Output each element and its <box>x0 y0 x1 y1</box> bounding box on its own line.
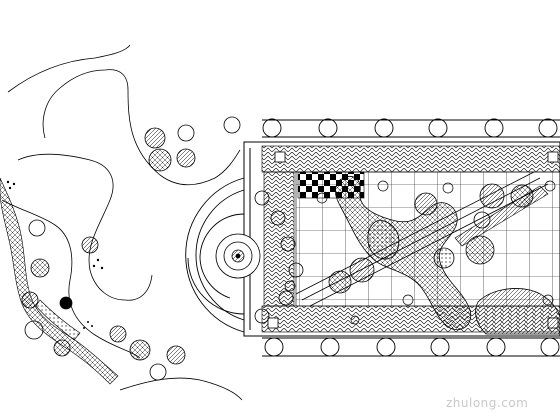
tree-symbol-icon <box>129 339 151 361</box>
tree-symbol-icon <box>109 325 127 343</box>
tree-symbol-icon <box>479 183 505 209</box>
tree-symbol-icon <box>81 236 99 254</box>
fountain-plaza <box>185 177 245 333</box>
tree-symbol-icon <box>30 258 50 278</box>
tree-symbol-icon <box>433 247 455 269</box>
tree-symbol-icon <box>149 363 167 381</box>
shrub-cluster-icon <box>6 180 104 329</box>
watermark-text: zhulong.com <box>446 396 529 410</box>
tree-symbol-icon <box>177 124 195 142</box>
tree-symbol-icon <box>465 235 495 265</box>
street-tree-row-top <box>262 118 560 138</box>
tree-symbol-icon <box>28 219 46 237</box>
tree-symbol-icon <box>166 345 186 365</box>
tree-symbol-icon <box>176 148 196 168</box>
tree-symbol-icon <box>21 291 39 309</box>
tree-grate-circles <box>284 180 556 325</box>
tree-symbol-icon <box>223 116 241 134</box>
tree-symbol-icon <box>414 192 438 216</box>
tree-symbol-icon <box>148 148 172 172</box>
tree-symbol-icon <box>59 296 73 310</box>
tree-symbol-icon <box>349 257 375 283</box>
winding-path-lines <box>1 44 243 401</box>
tree-symbol-icon <box>328 270 352 294</box>
tree-symbol-icon <box>24 320 44 340</box>
fountain-edge-trees <box>254 190 304 324</box>
tree-symbol-icon <box>510 184 534 208</box>
fountain-icon <box>215 233 261 279</box>
tree-symbol-icon <box>53 339 71 357</box>
hatched-bed-lower-right <box>475 288 560 335</box>
central-planting-island <box>334 176 472 331</box>
tree-symbol-icon <box>144 127 166 149</box>
tree-symbol-icon <box>473 211 491 229</box>
plaza-trees <box>328 183 534 294</box>
tree-symbols-left <box>21 116 241 381</box>
street-tree-row-bottom <box>262 337 560 357</box>
